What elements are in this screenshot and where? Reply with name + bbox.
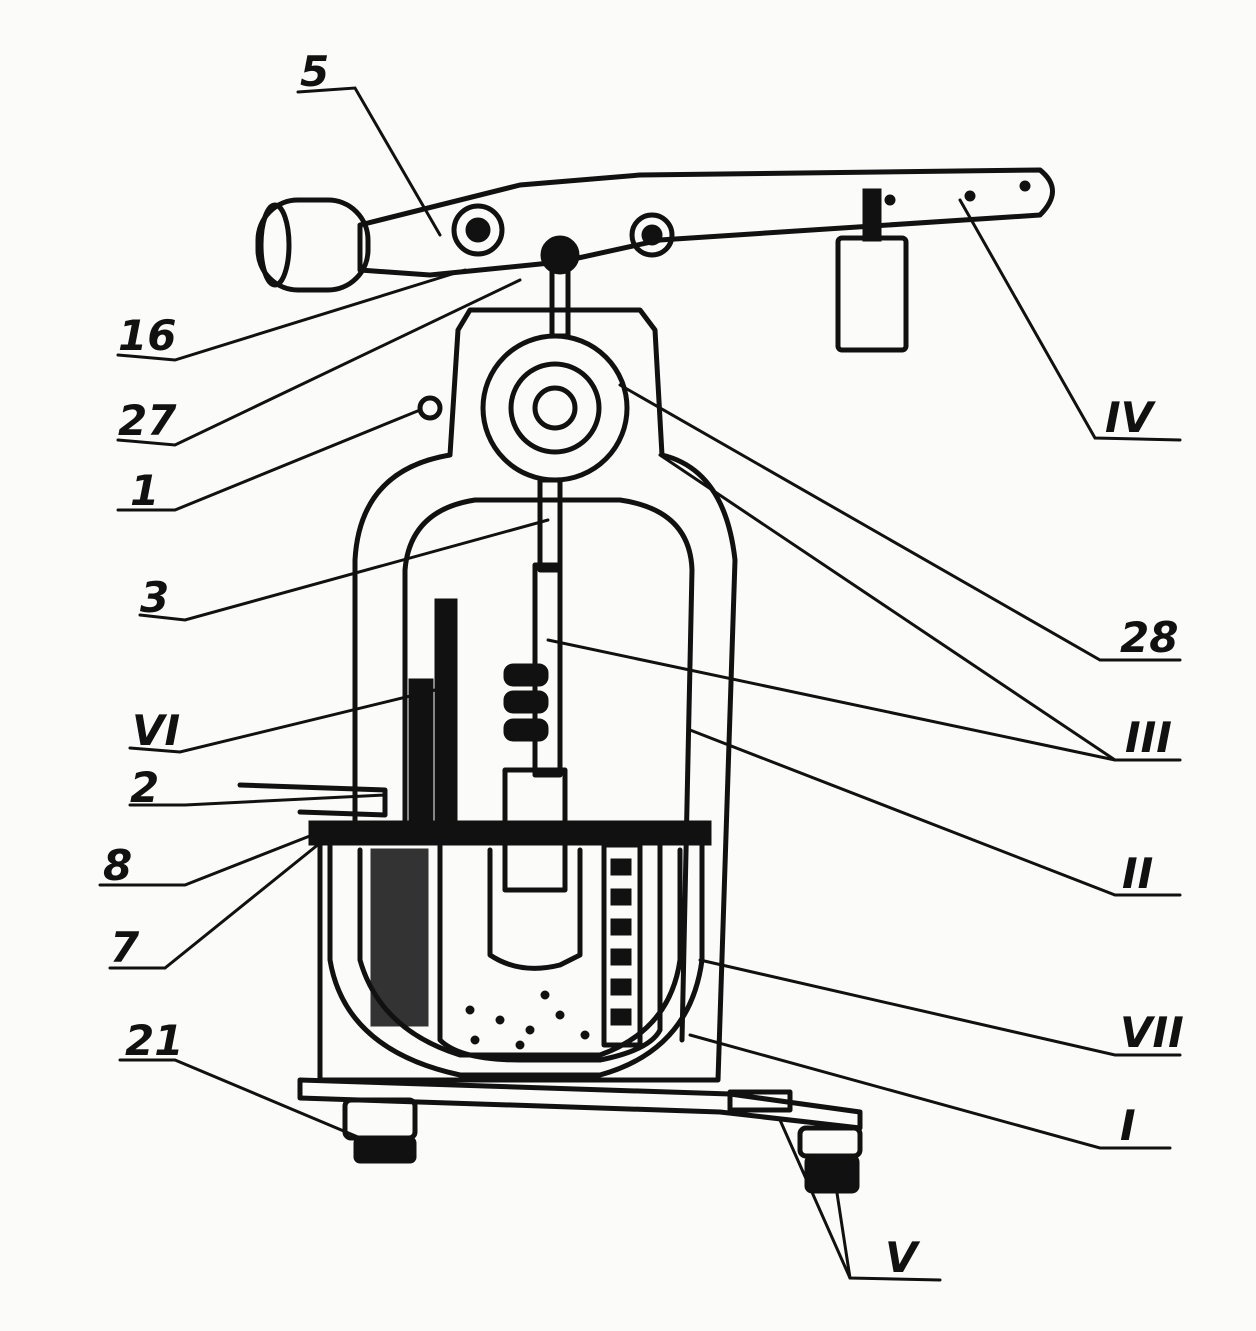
part-labels: 5 16 27 1 3 VI 2 8 7 21 IV 28 III II VII… [103,47,1184,1282]
hanging-weight [835,188,909,353]
base-plate [297,1077,863,1131]
inlet-pipe [237,782,388,818]
label-V: V [885,1233,921,1282]
heating-coil [601,842,643,1048]
label-VII: VII [1120,1008,1184,1057]
counterweight-cylinder [255,197,371,293]
label-II: II [1122,849,1153,898]
heating-vessel [327,837,705,1078]
inner-frame [402,497,695,1043]
label-5: 5 [300,47,329,96]
label-3: 3 [140,573,169,622]
label-8: 8 [103,841,132,890]
side-knob [417,395,443,421]
label-1: 1 [130,466,159,515]
leader-lines [98,86,1182,1282]
granular-fill [465,990,590,1050]
label-IV: IV [1105,393,1157,442]
outer-housing [317,307,738,1083]
label-I: I [1120,1101,1136,1150]
pivot-hub [451,203,675,339]
levelling-foot-left [342,1097,418,1164]
label-28: 28 [1120,613,1178,662]
vessel-lid [308,820,712,846]
label-VI: VI [132,706,180,755]
dial-wheel [480,333,630,483]
label-21: 21 [125,1016,183,1065]
label-27: 27 [118,396,177,445]
label-2: 2 [130,763,159,812]
levelling-foot-right [797,1125,863,1194]
thermometer-tube [408,598,458,842]
label-III: III [1125,713,1172,762]
label-16: 16 [118,311,176,360]
label-7: 7 [110,923,140,972]
lever-arm [357,167,1055,278]
